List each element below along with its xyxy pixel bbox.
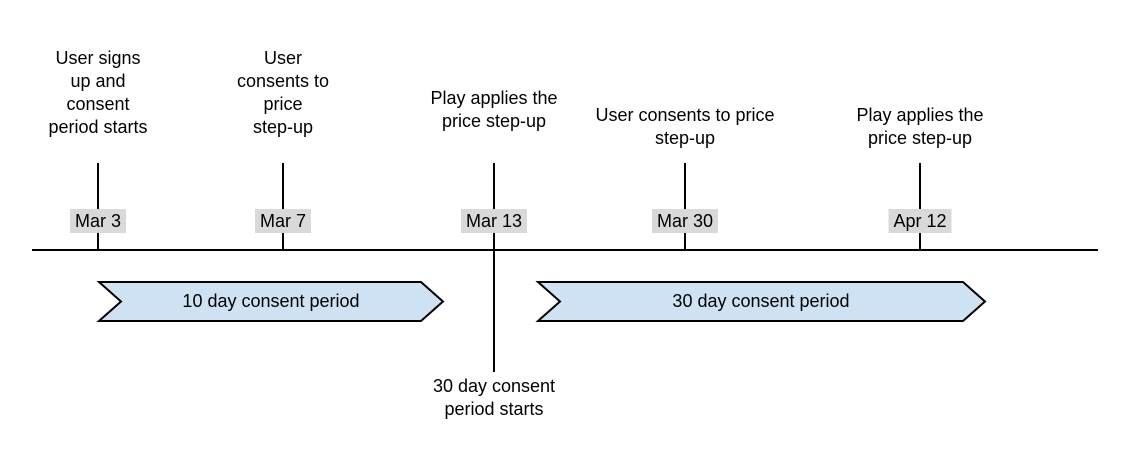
consent-period-label-30-day: 30 day consent period [672,291,850,311]
consent-period-arrow-30-day [535,281,987,322]
event-label-mar-3: User signs up and consent period starts [48,48,148,137]
event-date-badge-mar-13: Mar 13 [460,209,528,233]
event-date-badge-mar-30: Mar 30 [651,209,719,233]
consent-period-arrow-10-day [96,281,445,322]
event-label-apr-12: Play applies the price step-up [856,105,984,148]
consent-period-label-10-day: 10 day consent period [182,291,360,311]
event-date-badge-apr-12: Apr 12 [888,209,952,233]
event-label-mar-30: User consents to price step-up [595,105,775,148]
event-label-mar-7: User consents to price step-up [236,48,330,137]
event-label-mar-13: Play applies the price step-up [430,88,558,131]
annotation-label: 30 day consent period starts [432,376,556,419]
event-date-badge-mar-3: Mar 3 [69,209,127,233]
event-date-badge-mar-7: Mar 7 [254,209,312,233]
